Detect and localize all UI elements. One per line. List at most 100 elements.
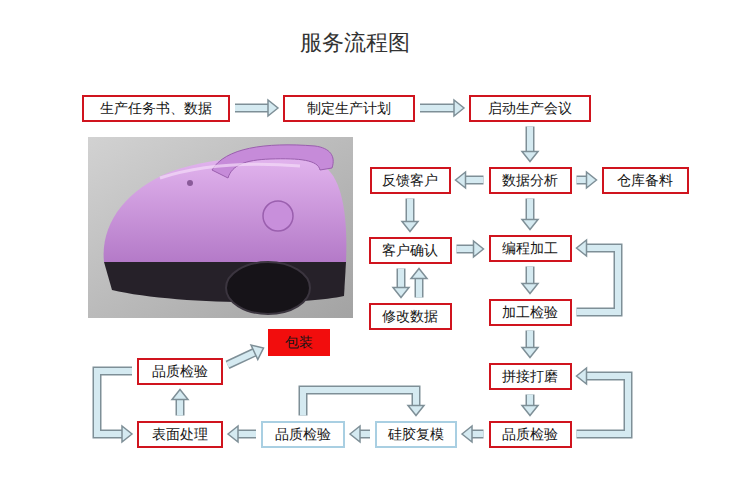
arrow-head	[522, 152, 538, 162]
arrow-body	[577, 376, 629, 434]
box-label: 反馈客户	[382, 172, 438, 189]
box-label: 品质检验	[275, 426, 331, 443]
flow-arrow	[522, 331, 538, 358]
arrow-head	[350, 426, 360, 442]
flow-arrow	[577, 368, 629, 434]
cleaner-highlight	[160, 164, 300, 178]
process-box: 品质检验	[137, 358, 223, 385]
process-box: 启动生产会议	[469, 95, 591, 122]
arrow-outline	[526, 199, 535, 221]
arrow-outline	[471, 430, 484, 439]
arrow-head	[522, 348, 538, 358]
arrow-outline	[457, 245, 475, 254]
box-label: 拼接打磨	[502, 368, 558, 385]
box-label: 硅胶复模	[388, 426, 444, 443]
process-box: 制定生产计划	[283, 95, 415, 122]
process-box: 硅胶复模	[375, 421, 457, 448]
process-box: 拼接打磨	[489, 363, 572, 390]
flow-arrow	[577, 240, 619, 312]
arrow-outline	[97, 371, 132, 434]
arrow-body	[398, 269, 404, 289]
flow-arrow	[350, 426, 370, 442]
arrow-body	[97, 371, 132, 434]
box-label: 启动生产会议	[488, 100, 572, 117]
arrow-head	[122, 426, 132, 442]
arrow-head	[587, 172, 597, 188]
flow-arrow	[402, 199, 418, 232]
process-box: 数据分析	[489, 167, 572, 194]
arrow-head	[411, 269, 427, 279]
box-label: 加工检验	[502, 304, 558, 321]
process-box: 加工检验	[489, 299, 572, 326]
arrow-head	[522, 406, 538, 416]
arrow-outline	[237, 430, 256, 439]
box-label: 仓库备料	[617, 172, 673, 189]
flow-arrow	[522, 395, 538, 416]
flow-arrow	[228, 426, 256, 442]
process-box: 客户确认	[369, 237, 452, 264]
box-label: 客户确认	[382, 242, 438, 259]
arrow-body	[457, 246, 475, 252]
arrow-outline	[526, 331, 535, 349]
process-box: 品质检验	[261, 421, 345, 448]
flow-arrow	[235, 100, 278, 116]
box-label: 生产任务书、数据	[100, 100, 212, 117]
arrow-outline	[577, 376, 629, 434]
arrow-body	[527, 331, 533, 349]
flow-arrow	[411, 269, 427, 298]
process-box: 编程加工	[489, 235, 572, 262]
arrow-head	[393, 288, 409, 298]
box-label: 制定生产计划	[307, 100, 391, 117]
box-label: 包装	[285, 334, 313, 351]
arrow-outline	[228, 352, 256, 365]
flow-arrow	[303, 390, 424, 416]
arrow-body	[303, 390, 416, 416]
arrow-head	[402, 222, 418, 232]
arrow-head	[251, 345, 263, 359]
arrow-head	[408, 406, 424, 416]
diagram-title: 服务流程图	[0, 28, 710, 58]
cleaner-dot	[187, 180, 193, 186]
flow-arrow	[522, 267, 538, 294]
cleaner-button	[263, 201, 293, 231]
arrow-body	[420, 105, 455, 111]
flow-arrow	[393, 269, 409, 298]
cleaner-handle	[212, 145, 333, 178]
arrow-outline	[465, 176, 484, 185]
arrow-outline	[235, 104, 269, 113]
box-label: 品质检验	[502, 426, 558, 443]
arrow-outline	[526, 267, 535, 285]
arrow-body	[577, 248, 619, 312]
arrow-outline	[176, 399, 185, 416]
photo-ground	[88, 137, 353, 318]
arrow-body	[177, 399, 183, 416]
arrow-head	[522, 220, 538, 230]
process-box: 修改数据	[369, 303, 452, 330]
arrow-head	[228, 426, 238, 442]
flow-arrow	[462, 426, 484, 442]
arrow-head	[172, 390, 188, 400]
box-label: 编程加工	[502, 240, 558, 257]
flow-arrow	[228, 345, 264, 365]
arrow-head	[474, 241, 484, 257]
flow-arrow	[456, 172, 484, 188]
arrow-outline	[406, 199, 415, 223]
box-label: 数据分析	[502, 172, 558, 189]
title-text: 服务流程图	[300, 30, 410, 55]
box-label: 品质检验	[152, 363, 208, 380]
arrow-outline	[526, 395, 535, 407]
flow-arrow	[522, 199, 538, 230]
arrow-body	[527, 267, 533, 285]
process-box: 反馈客户	[370, 167, 451, 194]
process-box: 表面处理	[137, 421, 223, 448]
arrow-head	[454, 100, 464, 116]
arrow-body	[237, 431, 256, 437]
arrow-body	[416, 278, 422, 298]
process-box: 仓库备料	[602, 167, 689, 194]
flow-arrow	[97, 371, 132, 442]
arrow-outline	[577, 248, 619, 312]
process-box: 品质检验	[489, 421, 572, 448]
arrow-body	[471, 431, 484, 437]
arrow-body	[527, 127, 533, 153]
